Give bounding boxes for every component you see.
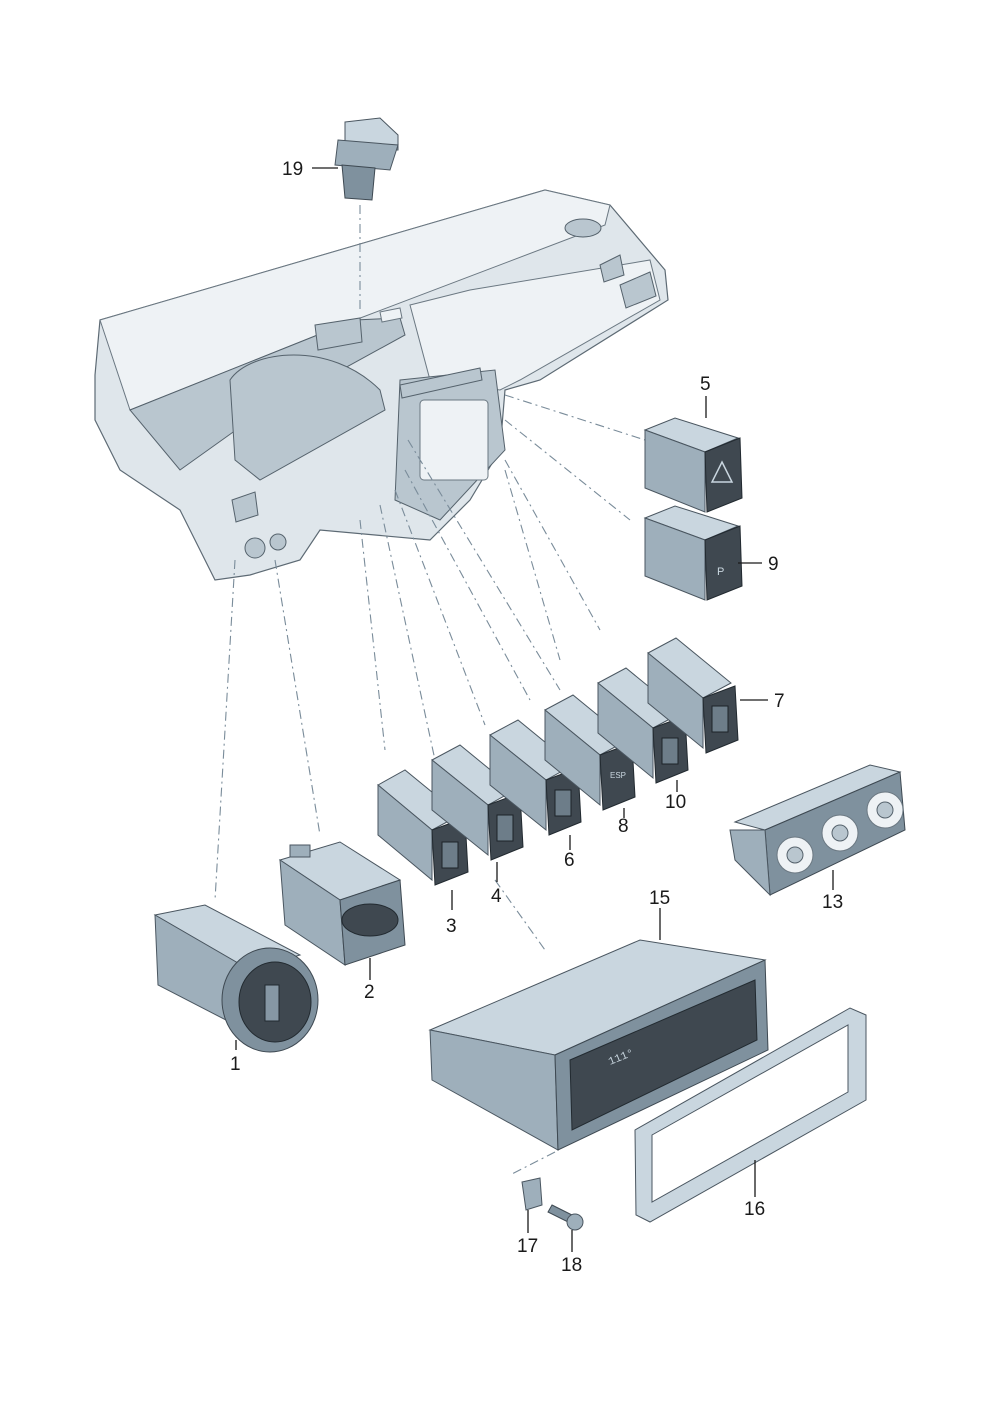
- callout-3: 3: [446, 916, 457, 937]
- callout-2: 2: [364, 982, 375, 1003]
- callout-13: 13: [822, 892, 843, 913]
- part-16-trim-frame: [634, 1007, 867, 1223]
- callout-15: 15: [649, 888, 670, 909]
- callout-10: 10: [665, 792, 686, 813]
- dashboard-assembly: [94, 189, 669, 581]
- callout-7: 7: [774, 691, 785, 712]
- part-18-screw: [547, 1204, 584, 1231]
- callout-labels: 19 1 2 3 4 5 6 7 8 9 10 13 15 16 17 18: [230, 159, 843, 1276]
- part-17-clip: [521, 1177, 543, 1211]
- esp-label: ESP: [610, 771, 626, 780]
- callout-6: 6: [564, 850, 575, 871]
- part-2-control: [278, 841, 406, 966]
- callout-19: 19: [282, 159, 303, 180]
- callout-16: 16: [744, 1199, 765, 1220]
- callout-leaders: [235, 167, 834, 1252]
- part-6-switch: [489, 719, 582, 836]
- callout-18: 18: [561, 1255, 582, 1276]
- callout-8: 8: [618, 816, 629, 837]
- part-7-switch: [647, 637, 739, 754]
- callout-4: 4: [491, 886, 502, 907]
- callout-1: 1: [230, 1054, 241, 1075]
- part-9-switch: P: [643, 505, 743, 601]
- part-19-switch: [334, 117, 399, 201]
- callout-9: 9: [768, 554, 779, 575]
- part-5-switch: [643, 417, 743, 513]
- part-15-climatronic: 111°: [428, 939, 769, 1151]
- park-label: P: [717, 566, 724, 578]
- callout-5: 5: [700, 374, 711, 395]
- part-13-climate-panel: [729, 764, 906, 897]
- assembly-lines: [214, 205, 646, 1176]
- callout-17: 17: [517, 1236, 538, 1257]
- part-1-light-switch: [153, 904, 319, 1053]
